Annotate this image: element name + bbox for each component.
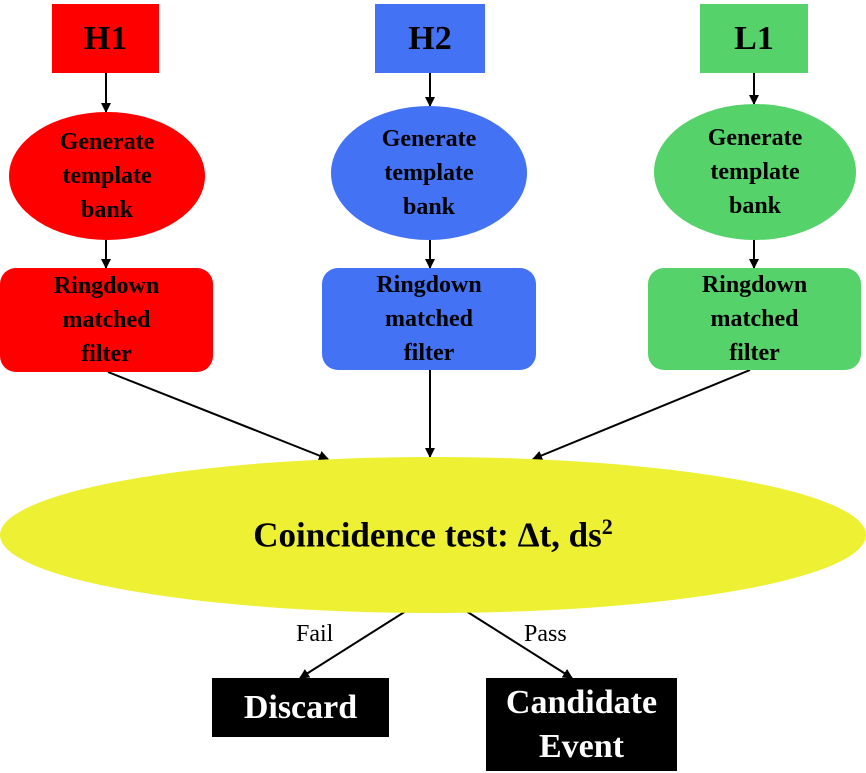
detector-h1-box: H1	[52, 4, 159, 73]
arrow-l1-filter-to-coincidence	[532, 369, 751, 461]
coincidence-test-superscript: 2	[601, 514, 613, 540]
h1-matched-filter-box: Ringdown matched filter	[0, 268, 213, 372]
h1-bank-line-1: Generate	[59, 129, 155, 155]
candidate-event-box: Candidate Event	[486, 678, 677, 771]
h2-matched-filter-box: Ringdown matched filter	[322, 268, 536, 370]
l1-bank-line-3: bank	[728, 193, 782, 219]
l1-filter-line-3: filter	[729, 340, 780, 366]
h2-bank-line-3: bank	[402, 194, 456, 220]
h2-bank-line-2: template	[384, 160, 474, 186]
h2-filter-line-2: matched	[385, 306, 473, 332]
h1-bank-line-3: bank	[80, 197, 134, 223]
l1-bank-line-2: template	[710, 159, 800, 185]
h1-bank-line-2: template	[62, 163, 152, 189]
candidate-line-2: Event	[539, 727, 624, 765]
discard-box: Discard	[212, 678, 389, 737]
l1-filter-line-2: matched	[710, 306, 799, 332]
pass-label: Pass	[524, 621, 567, 647]
l1-filter-line-1: Ringdown	[701, 272, 808, 298]
l1-template-bank-ellipse: Generate template bank	[654, 104, 856, 240]
h1-template-bank-ellipse: Generate template bank	[9, 112, 205, 240]
detector-l1-box: L1	[700, 4, 808, 73]
detector-h1-label: H1	[83, 19, 128, 57]
detector-l1-label: L1	[734, 19, 774, 57]
h2-filter-line-3: filter	[403, 340, 455, 366]
l1-bank-line-1: Generate	[707, 125, 803, 151]
detector-h2-box: H2	[375, 4, 485, 73]
l1-matched-filter-box: Ringdown matched filter	[648, 268, 861, 370]
h1-filter-line-1: Ringdown	[53, 273, 160, 299]
fail-label: Fail	[296, 621, 334, 647]
arrow-coincidence-to-discard	[299, 610, 407, 679]
coincidence-test-ellipse: Coincidence test: Δt, ds2	[0, 457, 866, 613]
detector-h2-label: H2	[408, 19, 452, 57]
arrow-h1-filter-to-coincidence	[107, 371, 329, 461]
h2-template-bank-ellipse: Generate template bank	[331, 106, 527, 240]
discard-label: Discard	[243, 688, 358, 726]
h1-filter-line-2: matched	[62, 307, 151, 333]
h2-bank-line-1: Generate	[381, 126, 477, 152]
coincidence-test-label: Coincidence test: Δt, ds2	[253, 514, 613, 556]
candidate-line-1: Candidate	[505, 683, 658, 721]
arrow-coincidence-to-candidate	[465, 610, 573, 679]
h1-filter-line-3: filter	[81, 341, 132, 367]
coincidence-test-text: Coincidence test: Δt, ds	[253, 515, 602, 555]
h2-filter-line-1: Ringdown	[376, 272, 482, 298]
